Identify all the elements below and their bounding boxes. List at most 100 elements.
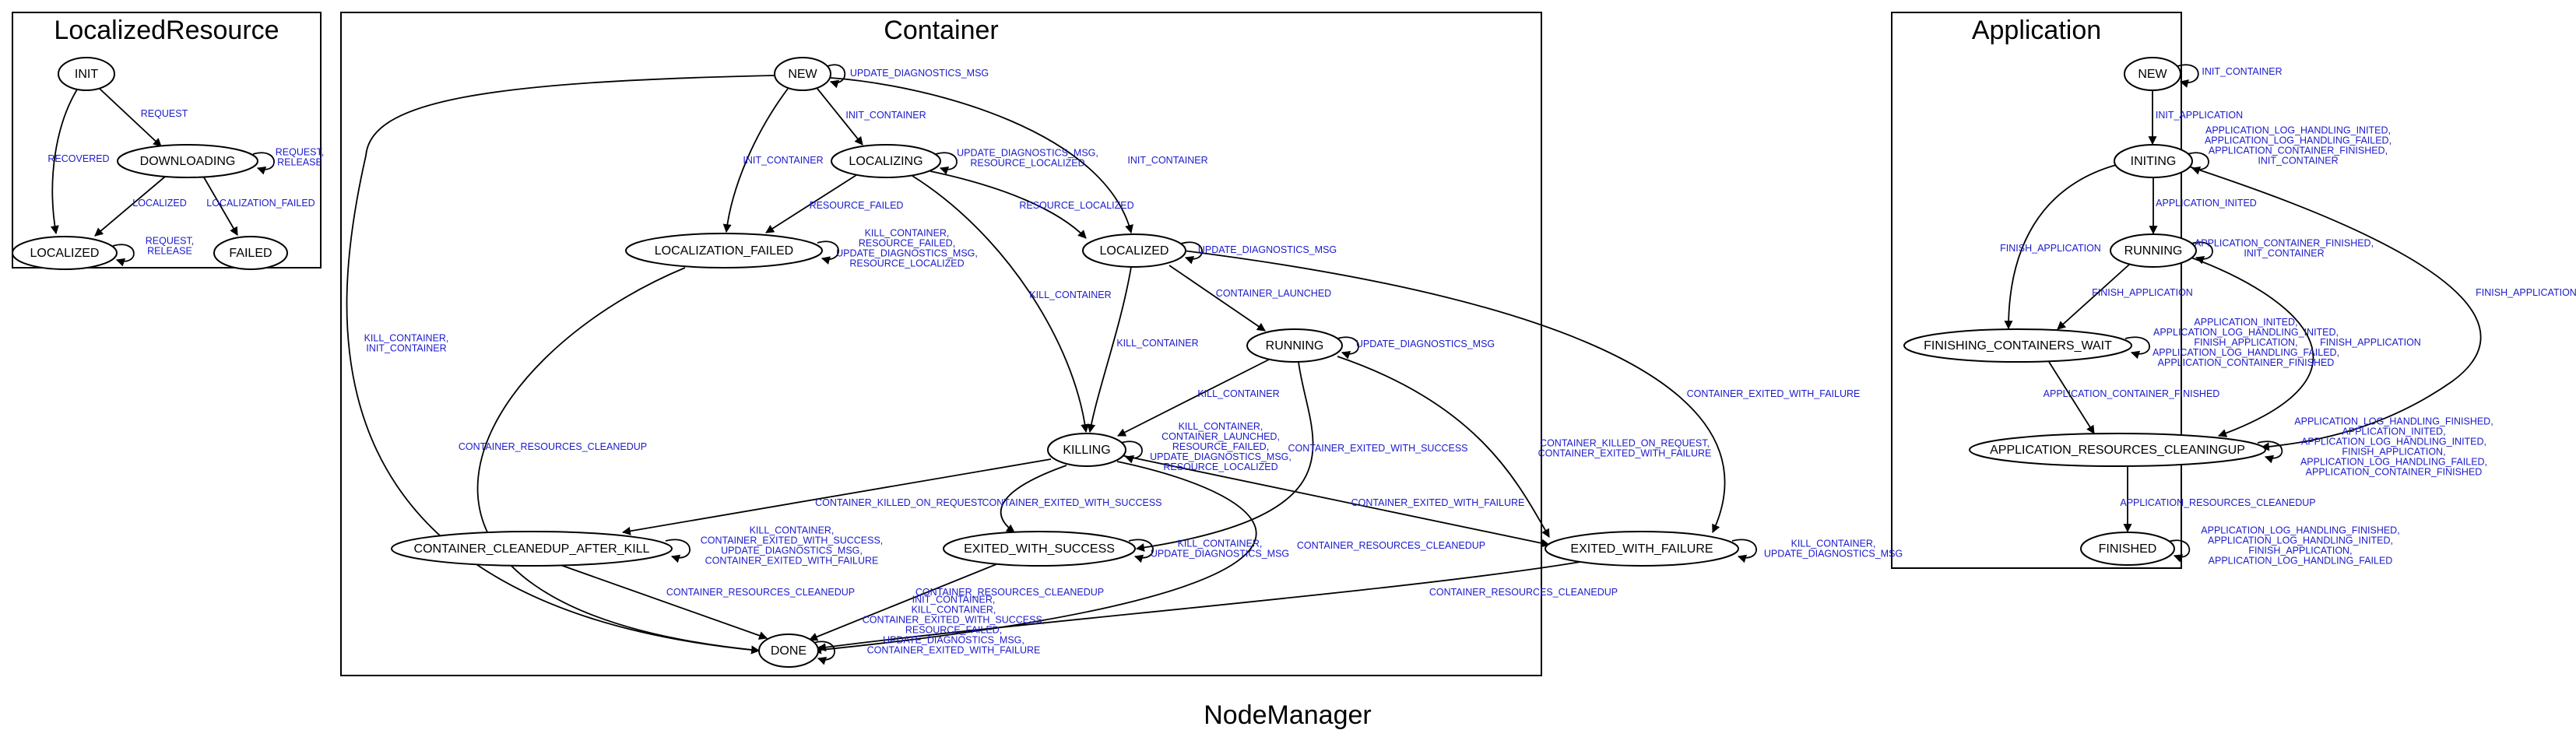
state-a-new[interactable]: NEW [2124,57,2181,91]
transition-lr-downloading-to-lr-downloading [252,152,275,175]
state-ellipse [2080,532,2175,566]
transition-label: KILL_CONTAINER,CONTAINER_EXITED_WITH_SUC… [701,525,884,567]
transition-label: FINISH_APPLICATION [2476,287,2576,298]
transition-label: CONTAINER_RESOURCES_CLEANEDUP [915,587,1104,598]
state-ellipse [2110,233,2197,268]
state-label: LOCALIZED [30,247,100,260]
transition-label-line: APPLICATION_CONTAINER_FINISHED [2306,467,2483,478]
state-ellipse [2124,57,2181,91]
transition-label: FINISH_APPLICATION [2000,243,2101,254]
transition-label-line: INIT_CONTAINER [743,155,823,166]
transition-label-line: CONTAINER_LAUNCHED [1216,288,1331,299]
transition-c-new-to-c-localized [830,77,1133,234]
state-lr-localized[interactable]: LOCALIZED [12,236,118,270]
state-c-exited-success[interactable]: EXITED_WITH_SUCCESS [943,531,1136,567]
state-label: LOCALIZATION_FAILED [655,244,793,258]
transition-label-line: FINISH_APPLICATION [2000,243,2101,254]
transition-label-line: RELEASE [147,246,192,257]
cluster-container [340,12,1542,676]
transition-c-exited-failure-to-c-done [817,561,1581,652]
transition-c-cleanedup-to-c-cleanedup [665,539,691,563]
state-label: RUNNING [1266,339,1324,353]
state-a-cleaningup[interactable]: APPLICATION_RESOURCES_CLEANINGUP [1969,433,2266,467]
state-ellipse [117,144,258,178]
state-c-killing[interactable]: KILLING [1047,433,1126,467]
transition-label-line: RELEASE [277,157,322,168]
state-c-done[interactable]: DONE [758,633,819,668]
state-label: FINISHED [2099,542,2157,556]
transition-label: CONTAINER_RESOURCES_CLEANEDUP [1429,587,1618,598]
transition-label-line: LOCALIZATION_FAILED [206,198,315,209]
transition-label-line: CONTAINER_EXITED_WITH_FAILURE [1351,497,1525,508]
transition-c-localized-to-c-killing [1087,266,1132,433]
transition-a-finishing-to-a-finishing [2124,336,2150,360]
state-c-localizing[interactable]: LOCALIZING [831,144,941,178]
state-ellipse [1969,433,2266,467]
transition-label: KILL_CONTAINER,UPDATE_DIAGNOSTICS_MSG [1764,539,1903,560]
state-label: DOWNLOADING [140,155,236,168]
transition-label-line: CONTAINER_RESOURCES_CLEANEDUP [1297,540,1485,551]
transition-label: CONTAINER_RESOURCES_CLEANEDUP [459,441,647,452]
state-ellipse [943,531,1136,567]
transition-label: UPDATE_DIAGNOSTICS_MSG [1356,339,1495,349]
transition-label-line: APPLICATION_LOG_HANDLING_FAILED [2209,556,2393,567]
cluster-title-container: Container [884,16,998,45]
transition-label-line: RESOURCE_LOCALIZED [849,258,964,269]
transition-label-line: APPLICATION_LOG_HANDLING_FAILED, [2153,347,2339,358]
transition-label-line: APPLICATION_LOG_HANDLING_FAILED, [2300,457,2487,468]
state-ellipse [1545,531,1739,567]
transition-lr-init-to-lr-localized [50,89,78,235]
transition-label: LOCALIZATION_FAILED [206,198,315,209]
transition-c-exited-success-to-c-exited-success [1128,539,1154,563]
state-label: EXITED_WITH_SUCCESS [964,542,1115,556]
transition-c-running-to-c-killing [1117,359,1270,437]
transition-label-line: KILL_CONTAINER, [364,333,449,344]
state-c-localized[interactable]: LOCALIZED [1082,233,1186,268]
transition-label-line: KILL_CONTAINER, [912,605,996,616]
state-a-initing[interactable]: INITING [2114,144,2193,178]
transition-label: UPDATE_DIAGNOSTICS_MSG [850,68,989,79]
state-ellipse [12,236,118,270]
transition-label-line: APPLICATION_LOG_HANDLING_INITED, [2153,327,2339,338]
state-ellipse [391,531,673,567]
state-ellipse [1903,328,2132,363]
transition-label: KILL_CONTAINER,CONTAINER_LAUNCHED,RESOUR… [1150,421,1292,472]
transition-label-line: INIT_CONTAINER [2202,66,2282,77]
transition-c-localization-failed-to-c-localization-failed [817,240,839,265]
state-c-exited-failure[interactable]: EXITED_WITH_FAILURE [1545,531,1739,567]
transition-label-line: KILL_CONTAINER [1029,290,1111,300]
transition-label-line: APPLICATION_LOG_HANDLING_INITED, [2205,125,2391,136]
transition-label-line: FINISH_APPLICATION, [2248,546,2352,556]
state-lr-failed[interactable]: FAILED [213,236,288,270]
cluster-localizedresource [12,12,322,268]
transition-label-line: APPLICATION_CONTAINER_FINISHED [2158,357,2335,368]
transition-label-line: CONTAINER_LAUNCHED, [1161,431,1280,442]
state-lr-downloading[interactable]: DOWNLOADING [117,144,258,178]
transition-c-new-to-c-done [346,75,775,655]
state-c-cleanedup[interactable]: CONTAINER_CLEANEDUP_AFTER_KILL [391,531,673,567]
state-c-running[interactable]: RUNNING [1246,328,1343,363]
state-c-new[interactable]: NEW [774,57,831,91]
state-a-finishing[interactable]: FINISHING_CONTAINERS_WAIT [1903,328,2132,363]
transition-label-line: RESOURCE_LOCALIZED [970,158,1084,169]
state-a-finished[interactable]: FINISHED [2080,532,2175,566]
transition-label-line: KILL_CONTAINER, [750,525,835,536]
state-a-running[interactable]: RUNNING [2110,233,2197,268]
transition-label-line: FINISH_APPLICATION [2320,337,2421,348]
transition-label: INIT_CONTAINER,KILL_CONTAINER,CONTAINER_… [863,595,1046,656]
transition-a-initing-to-a-finishing [2004,164,2117,330]
state-lr-init[interactable]: INIT [58,57,115,91]
state-c-localization-failed[interactable]: LOCALIZATION_FAILED [625,233,823,268]
state-label: APPLICATION_RESOURCES_CLEANINGUP [1990,444,2245,457]
transition-label-line: APPLICATION_RESOURCES_CLEANEDUP [2120,497,2315,508]
transition-label: KILL_CONTAINER,RESOURCE_FAILED,UPDATE_DI… [836,228,978,269]
transition-label-line: CONTAINER_RESOURCES_CLEANEDUP [459,441,647,452]
transition-label: APPLICATION_CONTAINER_FINISHED [2044,388,2220,399]
transition-label: APPLICATION_LOG_HANDLING_FINISHED,APPLIC… [2201,525,2399,567]
transition-label-line: UPDATE_DIAGNOSTICS_MSG [850,68,989,79]
transition-label-line: APPLICATION_CONTAINER_FINISHED [2044,388,2220,399]
transition-label: KILL_CONTAINER [1197,388,1279,399]
transition-label-line: APPLICATION_CONTAINER_FINISHED, [2209,146,2388,156]
transition-label: FINISH_APPLICATION [2092,287,2193,298]
